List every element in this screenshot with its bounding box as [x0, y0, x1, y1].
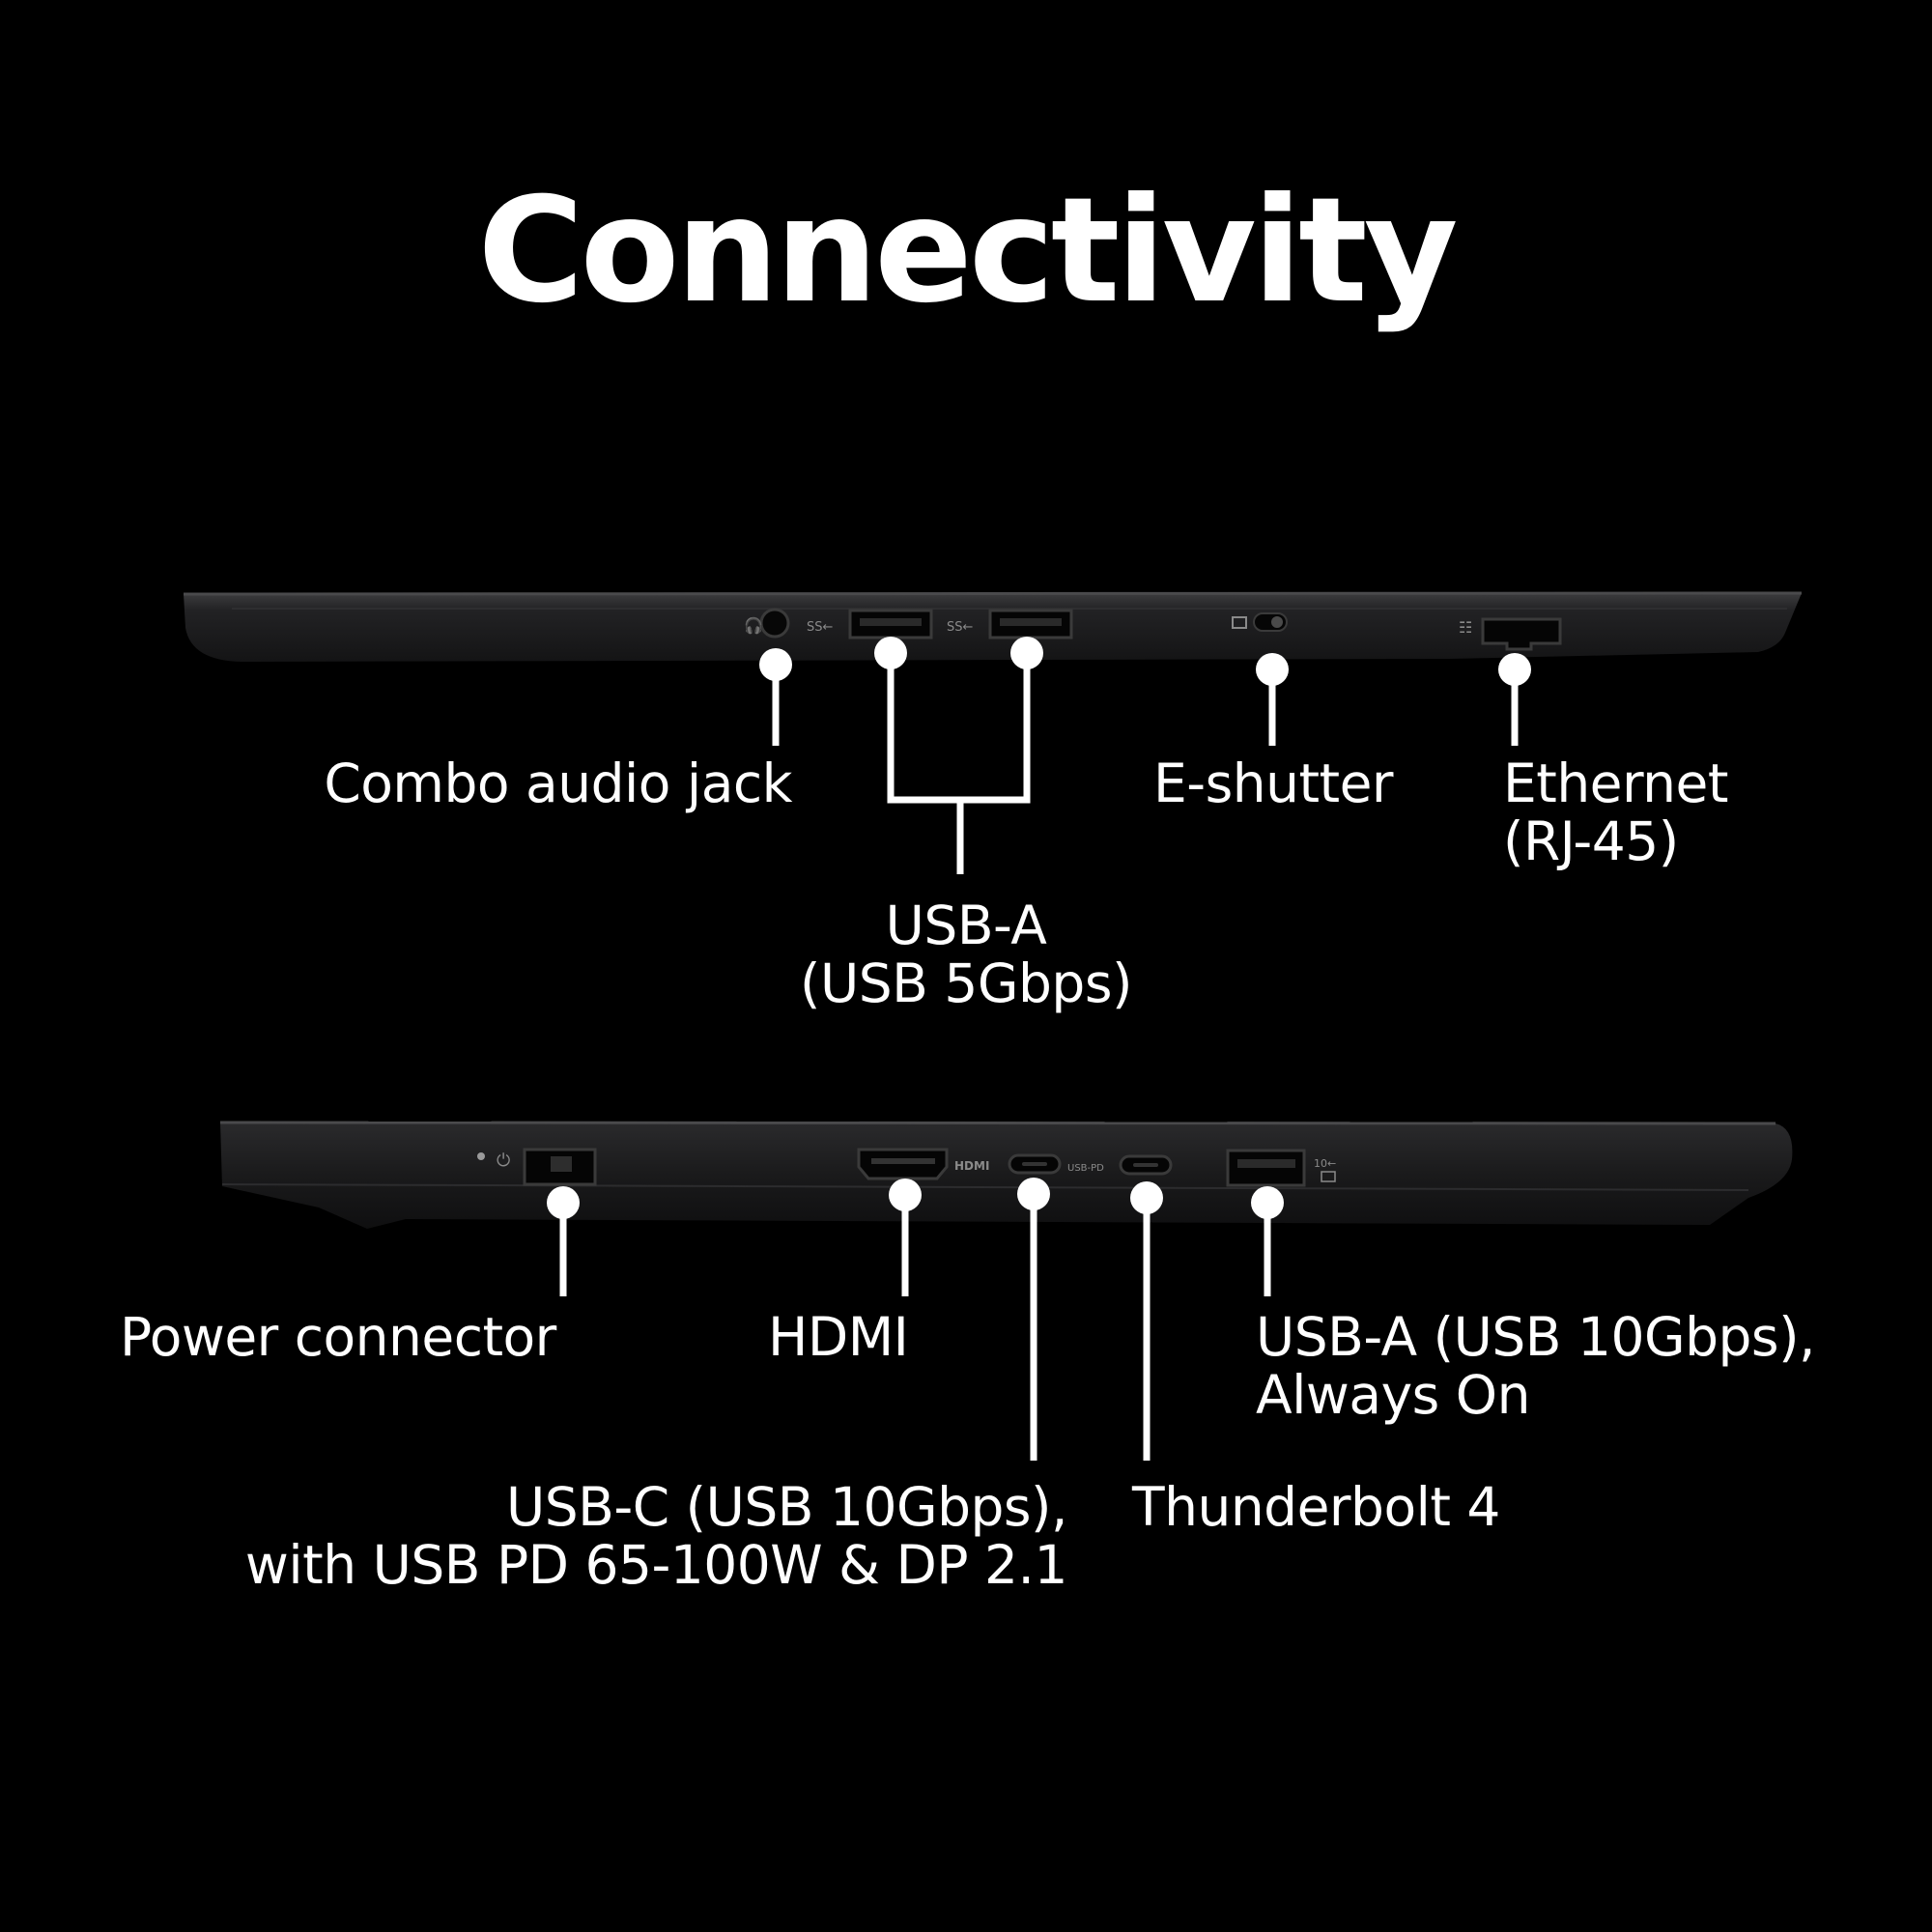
page-title: Connectivity — [477, 167, 1458, 335]
ss-engraving-1: SS← — [807, 620, 834, 635]
usb-pd-engraving: USB-PD — [1067, 1163, 1104, 1174]
usb-a-port-1: SS← — [807, 609, 933, 639]
label-power-text: Power connector — [120, 1306, 556, 1368]
power-led — [477, 1152, 485, 1160]
ss10-engraving: 10← — [1314, 1157, 1336, 1170]
label-usb-a-always-on: USB-A (USB 10Gbps), Always On — [1256, 1306, 1816, 1426]
audio-jack-port: 🎧 — [744, 608, 790, 639]
ethernet-port: ☷ — [1459, 617, 1562, 651]
usb-c-port: USB-PD — [1008, 1153, 1104, 1175]
label-hdmi-text: HDMI — [768, 1306, 909, 1368]
laptop-right-side: ⏻ HDMI USB-PD 10← — [219, 1121, 1793, 1229]
thunderbolt-port — [1119, 1154, 1173, 1176]
label-power-connector: Power connector — [120, 1308, 556, 1366]
top-callouts — [759, 637, 1531, 874]
label-usb-a-always-on-line2: Always On — [1256, 1364, 1530, 1426]
label-ethernet-line1: Ethernet — [1503, 753, 1728, 814]
headphone-icon: 🎧 — [744, 616, 763, 635]
camera-icon — [1232, 616, 1247, 629]
label-usb-a-5gbps: USB-A (USB 5Gbps) — [753, 896, 1179, 1012]
usb-a-always-on-port: 10← — [1226, 1149, 1336, 1187]
label-usb-c-line1: USB-C (USB 10Gbps), — [506, 1476, 1068, 1538]
label-usb-c-line2: with USB PD 65-100W & DP 2.1 — [244, 1534, 1068, 1596]
network-icon: ☷ — [1459, 618, 1472, 637]
label-thunderbolt-text: Thunderbolt 4 — [1132, 1476, 1500, 1538]
usb-a-port-2: SS← — [947, 609, 1073, 639]
e-shutter-switch — [1232, 612, 1288, 632]
label-usb-c: USB-C (USB 10Gbps), with USB PD 65-100W … — [174, 1476, 1068, 1596]
label-usb-a-line2: (USB 5Gbps) — [800, 952, 1132, 1014]
bottom-callouts — [547, 1178, 1284, 1461]
callout-bracket-usb-a — [887, 653, 1031, 804]
label-ethernet: Ethernet (RJ-45) — [1503, 754, 1728, 870]
label-usb-a-always-on-line1: USB-A (USB 10Gbps), — [1256, 1306, 1816, 1368]
ss-engraving-2: SS← — [947, 620, 974, 635]
label-ethernet-line2: (RJ-45) — [1503, 810, 1679, 872]
label-combo-audio-jack-text: Combo audio jack — [324, 753, 792, 814]
laptop-left-side: 🎧 SS← SS← ☷ — [183, 591, 1803, 662]
label-e-shutter: E-shutter — [1153, 753, 1394, 814]
hdmi-engraving: HDMI — [954, 1159, 989, 1173]
battery-icon — [1321, 1171, 1336, 1182]
label-combo-audio-jack: Combo audio jack — [242, 754, 792, 812]
label-usb-a-line1: USB-A — [885, 895, 1047, 956]
label-thunderbolt-4: Thunderbolt 4 — [1132, 1478, 1500, 1536]
hdmi-port: HDMI — [857, 1148, 989, 1180]
label-hdmi: HDMI — [768, 1306, 909, 1368]
plug-icon: ⏻ — [497, 1151, 510, 1171]
power-connector-port: ⏻ — [477, 1148, 597, 1186]
label-e-shutter-text: E-shutter — [1153, 753, 1394, 814]
